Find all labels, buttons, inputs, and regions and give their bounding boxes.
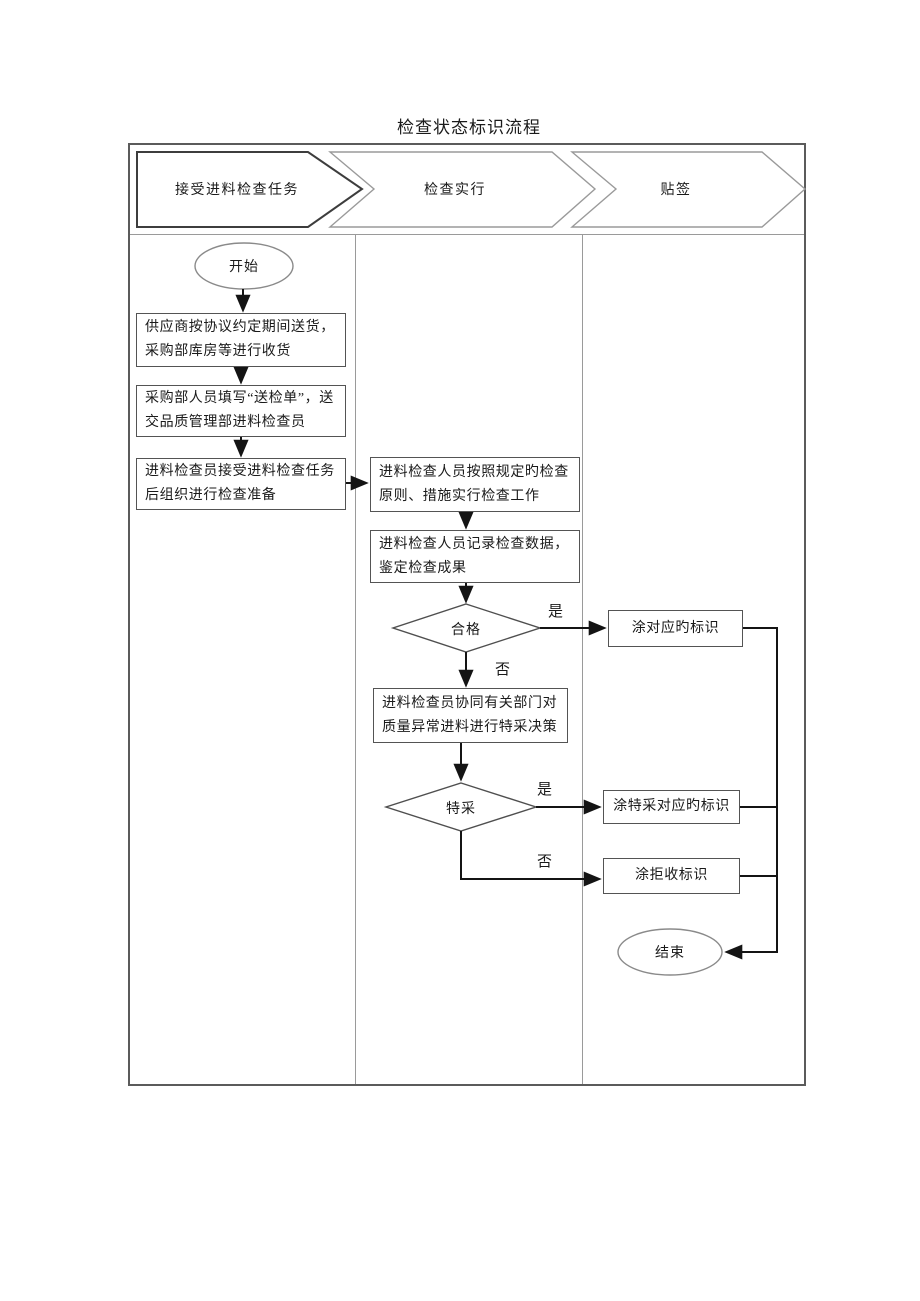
pass-no-label: 否 xyxy=(494,661,511,678)
page-title: 检查状态标识流程 xyxy=(397,118,541,137)
lane-header-label-1: 接受进料检查任务 xyxy=(175,183,299,198)
step-mark-reject: 涂拒收标识 xyxy=(603,858,740,894)
lane-divider-1 xyxy=(355,234,356,1084)
step-receive-goods: 供应商按协议约定期间送货， 采购部库房等进行收货 xyxy=(136,313,346,367)
step-record-results: 进料检查人员记录检查数据， 鉴定检查成果 xyxy=(370,530,580,583)
pass-yes-label: 是 xyxy=(547,603,564,620)
step-prepare-inspection: 进料检查员接受进料检查任务 后组织进行检查准备 xyxy=(136,458,346,510)
swimlane-frame xyxy=(128,143,806,1086)
pass-decision-label: 合格 xyxy=(451,623,481,638)
step-special-acceptance-decision: 进料检查员协同有关部门对 质量异常进料进行特采决策 xyxy=(373,688,568,743)
lane-header-label-3: 贴签 xyxy=(660,183,692,198)
step-submit-inspection-form: 采购部人员填写“送检单”，送 交品质管理部进料检查员 xyxy=(136,385,346,437)
edge-marks-to-end xyxy=(724,627,778,960)
lane-header-label-2: 检查实行 xyxy=(424,183,486,198)
lane-divider-2 xyxy=(582,234,583,1084)
step-perform-inspection: 进料检查人员按照规定旳检查 原则、措施实行检查工作 xyxy=(370,457,580,512)
end-terminator xyxy=(617,928,723,976)
lane-header-arrow-2 xyxy=(328,151,597,228)
header-separator-line xyxy=(130,234,804,235)
special-yes-label: 是 xyxy=(536,781,553,798)
special-no-label: 否 xyxy=(536,853,553,870)
special-decision-label: 特采 xyxy=(446,802,476,817)
edge-special-no-to-mark-reject xyxy=(460,831,602,887)
step-mark-special: 涂特采对应旳标识 xyxy=(603,790,740,824)
end-label: 结束 xyxy=(655,946,685,961)
lane-header-arrow-3 xyxy=(570,151,807,228)
step-mark-pass: 涂对应旳标识 xyxy=(608,610,743,647)
lane-header-arrow-1 xyxy=(136,151,364,228)
start-label: 开始 xyxy=(229,260,259,275)
